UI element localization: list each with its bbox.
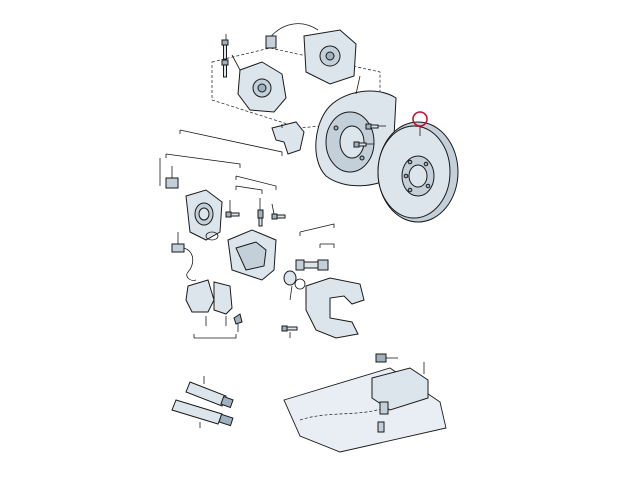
control-unit-group (283, 353, 447, 453)
wheel-speed-sensor (265, 35, 277, 49)
steering-knuckle-group (211, 23, 381, 129)
caliper-carrier (305, 277, 365, 339)
bolt-10-upper (221, 39, 229, 60)
caliper-housing (185, 189, 223, 241)
callout-11-highlight (412, 111, 428, 127)
screw-13-upper (365, 123, 386, 130)
bleeder-valve-2 (257, 198, 264, 227)
wear-sensor-25 (165, 166, 179, 189)
pad-set-brackets (193, 313, 243, 339)
bolt-10-lower (221, 59, 229, 78)
spring-clip-17 (233, 313, 243, 325)
assembly-paste-tubes (171, 376, 234, 428)
brake-pads (185, 279, 233, 315)
brake-disc (377, 111, 459, 223)
guide-bolt-1 (225, 200, 240, 218)
brake-splash-shield (315, 75, 397, 187)
caliper-assembly-brackets (159, 129, 283, 194)
bracket-14 (271, 121, 305, 155)
screw-13-lower (353, 141, 374, 148)
control-unit (371, 367, 429, 411)
wear-indicator-cable (171, 232, 197, 281)
brake-caliper (227, 229, 277, 281)
caliper-carrier-group (281, 223, 365, 339)
bolt-1-right (271, 203, 286, 220)
